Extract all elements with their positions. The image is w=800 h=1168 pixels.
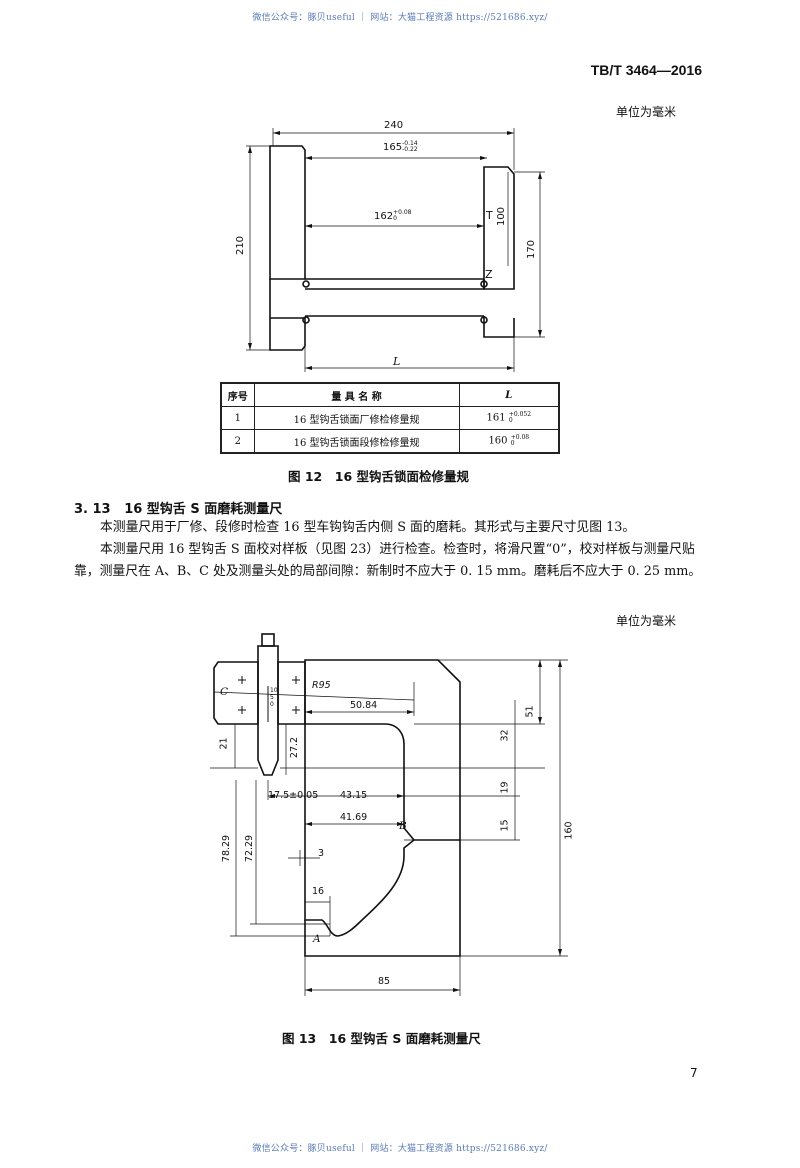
cell-L-tol-up: +0.08 — [510, 434, 530, 441]
dim-170: 170 — [526, 239, 538, 260]
dim-41-69: 41.69 — [340, 812, 368, 823]
label-C: C — [220, 686, 229, 698]
section-number: 3. 13 — [74, 502, 111, 517]
figure-13-drawing — [210, 633, 568, 996]
label-B: B — [399, 820, 407, 832]
label-Z: Z — [485, 268, 493, 281]
dim-210: 210 — [235, 235, 247, 256]
watermark-top: 微信公众号：豚贝useful ｜ 网站：大猫工程资源 https://52168… — [252, 13, 548, 23]
dim-165-value: 165 — [383, 142, 403, 153]
gauge-left-bar — [269, 145, 306, 280]
dim-85: 85 — [378, 976, 391, 987]
table-header-row: 序号 量 具 名 称 L — [220, 382, 560, 407]
measuring-probe — [257, 645, 279, 776]
dim-165: 165-0.14-0.22 — [383, 140, 418, 154]
dim-50-84: 50.84 — [350, 700, 378, 711]
cell-L-value: 161 — [486, 412, 506, 424]
label-L: L — [393, 355, 401, 368]
dim-3: 3 — [318, 848, 325, 859]
dim-165-tol-low: -0.22 — [402, 146, 418, 153]
dim-51: 51 — [524, 705, 536, 718]
page-number: 7 — [690, 1066, 698, 1080]
cell-L-tol-low: 0 — [508, 417, 513, 424]
ruler-body — [304, 659, 461, 937]
label-A: A — [313, 933, 321, 945]
cell-L-value: 160 — [488, 435, 508, 447]
section-body: 本测量尺用于厂修、段修时检查 16 型车钩钩舌内侧 S 面的磨耗。其形式与主要尺… — [74, 517, 720, 583]
cell-no: 2 — [220, 429, 255, 454]
unit-note-1: 单位为毫米 — [616, 105, 677, 119]
gauge-right-bar — [483, 166, 515, 290]
gauge-table: 序号 量 具 名 称 L 1 16 型钩舌锁面厂修检修量规 161 +0.052… — [220, 382, 560, 454]
dim-21: 21 — [218, 737, 230, 750]
dim-162-tol-up: +0.08 — [393, 209, 412, 216]
paragraph-1: 本测量尺用于厂修、段修时检查 16 型车钩钩舌内侧 S 面的磨耗。其形式与主要尺… — [100, 520, 636, 535]
dim-19: 19 — [499, 781, 511, 794]
unit-note-2: 单位为毫米 — [616, 614, 677, 628]
dim-162-tol-low: 0 — [393, 215, 397, 222]
cell-L-tol-up: +0.052 — [508, 411, 532, 418]
section-title: 16 型钩舌 S 面磨耗测量尺 — [124, 502, 283, 517]
cell-no: 1 — [220, 406, 255, 430]
scale-10: 10 — [270, 687, 278, 694]
th-name: 量 具 名 称 — [253, 382, 460, 407]
figure-12-drawing — [246, 128, 545, 372]
cell-name: 16 型钩舌锁面段修检修量规 — [253, 429, 460, 454]
section-heading: 3. 13 16 型钩舌 S 面磨耗测量尺 — [74, 498, 282, 517]
label-T: T — [486, 209, 493, 222]
dim-32: 32 — [499, 729, 511, 742]
cell-L-tol-low: 0 — [510, 440, 515, 447]
watermark-bottom: 微信公众号：豚贝useful ｜ 网站：大猫工程资源 https://52168… — [252, 1144, 548, 1154]
dim-160: 160 — [563, 821, 575, 840]
paragraph-2: 本测量尺用 16 型钩舌 S 面校对样板（见图 23）进行检查。检查时，将滑尺置… — [74, 542, 702, 579]
slider-block-right — [277, 661, 306, 725]
standard-number: TB/T 3464—2016 — [590, 62, 702, 78]
scale-5: 5 — [270, 694, 274, 701]
dim-r95: R95 — [312, 680, 331, 691]
dim-165-tol-up: -0.14 — [402, 140, 418, 147]
dim-43-15: 43.15 — [340, 790, 368, 801]
dim-72-29: 72.29 — [244, 834, 256, 863]
th-L: L — [458, 382, 560, 407]
gauge-left-bar-lower — [269, 279, 306, 351]
cell-name: 16 型钩舌锁面厂修检修量规 — [253, 406, 460, 430]
th-no: 序号 — [220, 382, 255, 407]
dim-16: 16 — [312, 886, 325, 897]
dim-27-2: 27.2 — [289, 736, 301, 759]
scale-0: 0 — [270, 701, 274, 708]
dim-100: 100 — [496, 206, 508, 227]
dim-240: 240 — [384, 120, 404, 131]
dim-78-29: 78.29 — [221, 834, 233, 863]
figure-13-caption: 图 13 16 型钩舌 S 面磨耗测量尺 — [282, 1031, 481, 1046]
figure-12-caption: 图 12 16 型钩舌锁面检修量规 — [288, 469, 469, 484]
dim-162-value: 162 — [374, 211, 394, 222]
slider-scale: 10 5 0 — [270, 687, 278, 708]
dim-17-5: 17.5±0.05 — [268, 790, 319, 801]
dim-15: 15 — [499, 819, 511, 832]
